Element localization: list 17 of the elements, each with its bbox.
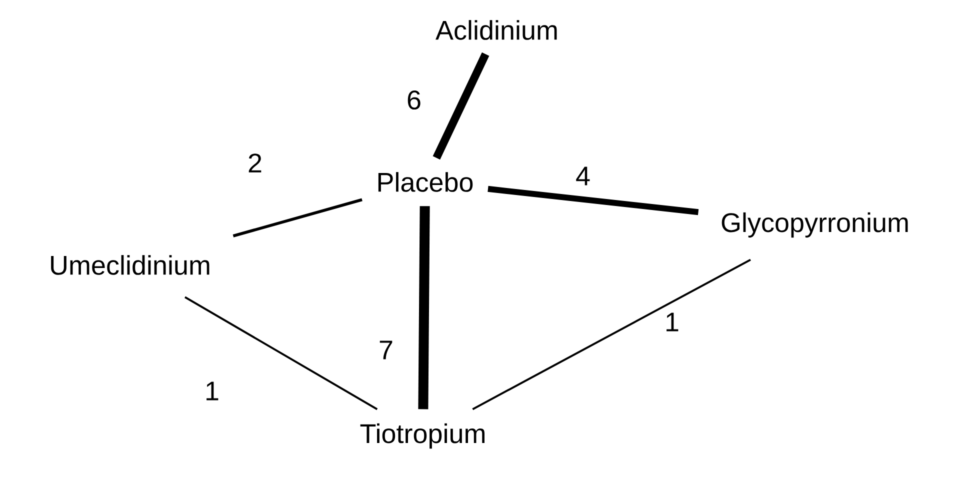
drug-label: Tiotropium [360, 423, 484, 449]
connection-line [472, 258, 751, 410]
edge-label: 6 [408, 90, 420, 110]
connection-line [184, 296, 378, 410]
connection-line [488, 186, 699, 216]
edge-label: 4 [576, 166, 590, 186]
edge-label: 7 [380, 340, 392, 360]
drug-label: Placebo [378, 172, 473, 192]
edge-label: 1 [666, 312, 678, 332]
connection-line [432, 52, 490, 160]
connection-line [232, 198, 362, 238]
edge-label: 2 [248, 154, 262, 172]
drug-label: Glycopyrronium [722, 212, 908, 238]
edge-label: 1 [206, 382, 218, 400]
connection-line [418, 206, 430, 410]
drug-label: Aclidinium [436, 20, 557, 40]
drug-label: Umeclidinium [51, 255, 210, 275]
